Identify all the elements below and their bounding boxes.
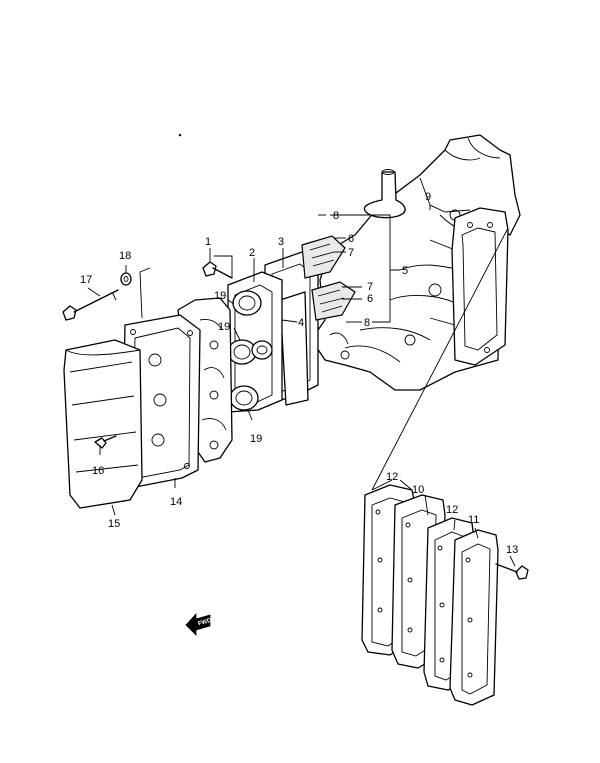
callout-7b: 7: [367, 281, 373, 293]
exhaust-cover-assembly: [361, 484, 529, 706]
callout-17: 17: [80, 274, 92, 286]
callout-12b: 12: [446, 504, 458, 516]
reed-valve-assembly: [202, 235, 356, 413]
callout-6b: 6: [367, 293, 373, 305]
leader-lines: [87, 205, 516, 567]
callout-15: 15: [108, 518, 120, 530]
callout-14: 14: [170, 496, 182, 508]
engine-block: [314, 134, 521, 391]
callout-19c: 19: [250, 433, 262, 445]
callout-19b: 19: [218, 321, 230, 333]
callout-11: 11: [468, 514, 479, 526]
callout-1: 1: [205, 236, 211, 248]
callout-7a: 7: [348, 247, 354, 259]
fwd-label: FWD: [198, 618, 213, 628]
fwd-arrow-icon: FWD: [185, 612, 213, 636]
callout-10: 10: [412, 484, 424, 496]
callout-8a: 8: [333, 210, 339, 222]
callout-9: 9: [425, 191, 431, 203]
callout-16: 16: [92, 465, 104, 477]
callout-3: 3: [278, 236, 284, 248]
callout-2: 2: [249, 247, 255, 259]
callout-labels: 1 2 3 4 5 6 6 7 7 8 8 9 10 11 12 12 13 1…: [80, 191, 518, 556]
cylinder-cover-assembly: [62, 272, 233, 509]
stray-dot: [178, 133, 182, 137]
callout-13: 13: [506, 544, 518, 556]
callout-18: 18: [119, 250, 131, 262]
callout-8b: 8: [364, 317, 370, 329]
callout-5: 5: [402, 265, 408, 277]
callout-6a: 6: [348, 233, 354, 245]
callout-4: 4: [298, 317, 304, 329]
callout-12a: 12: [386, 471, 398, 483]
callout-19a: 19: [214, 290, 226, 302]
